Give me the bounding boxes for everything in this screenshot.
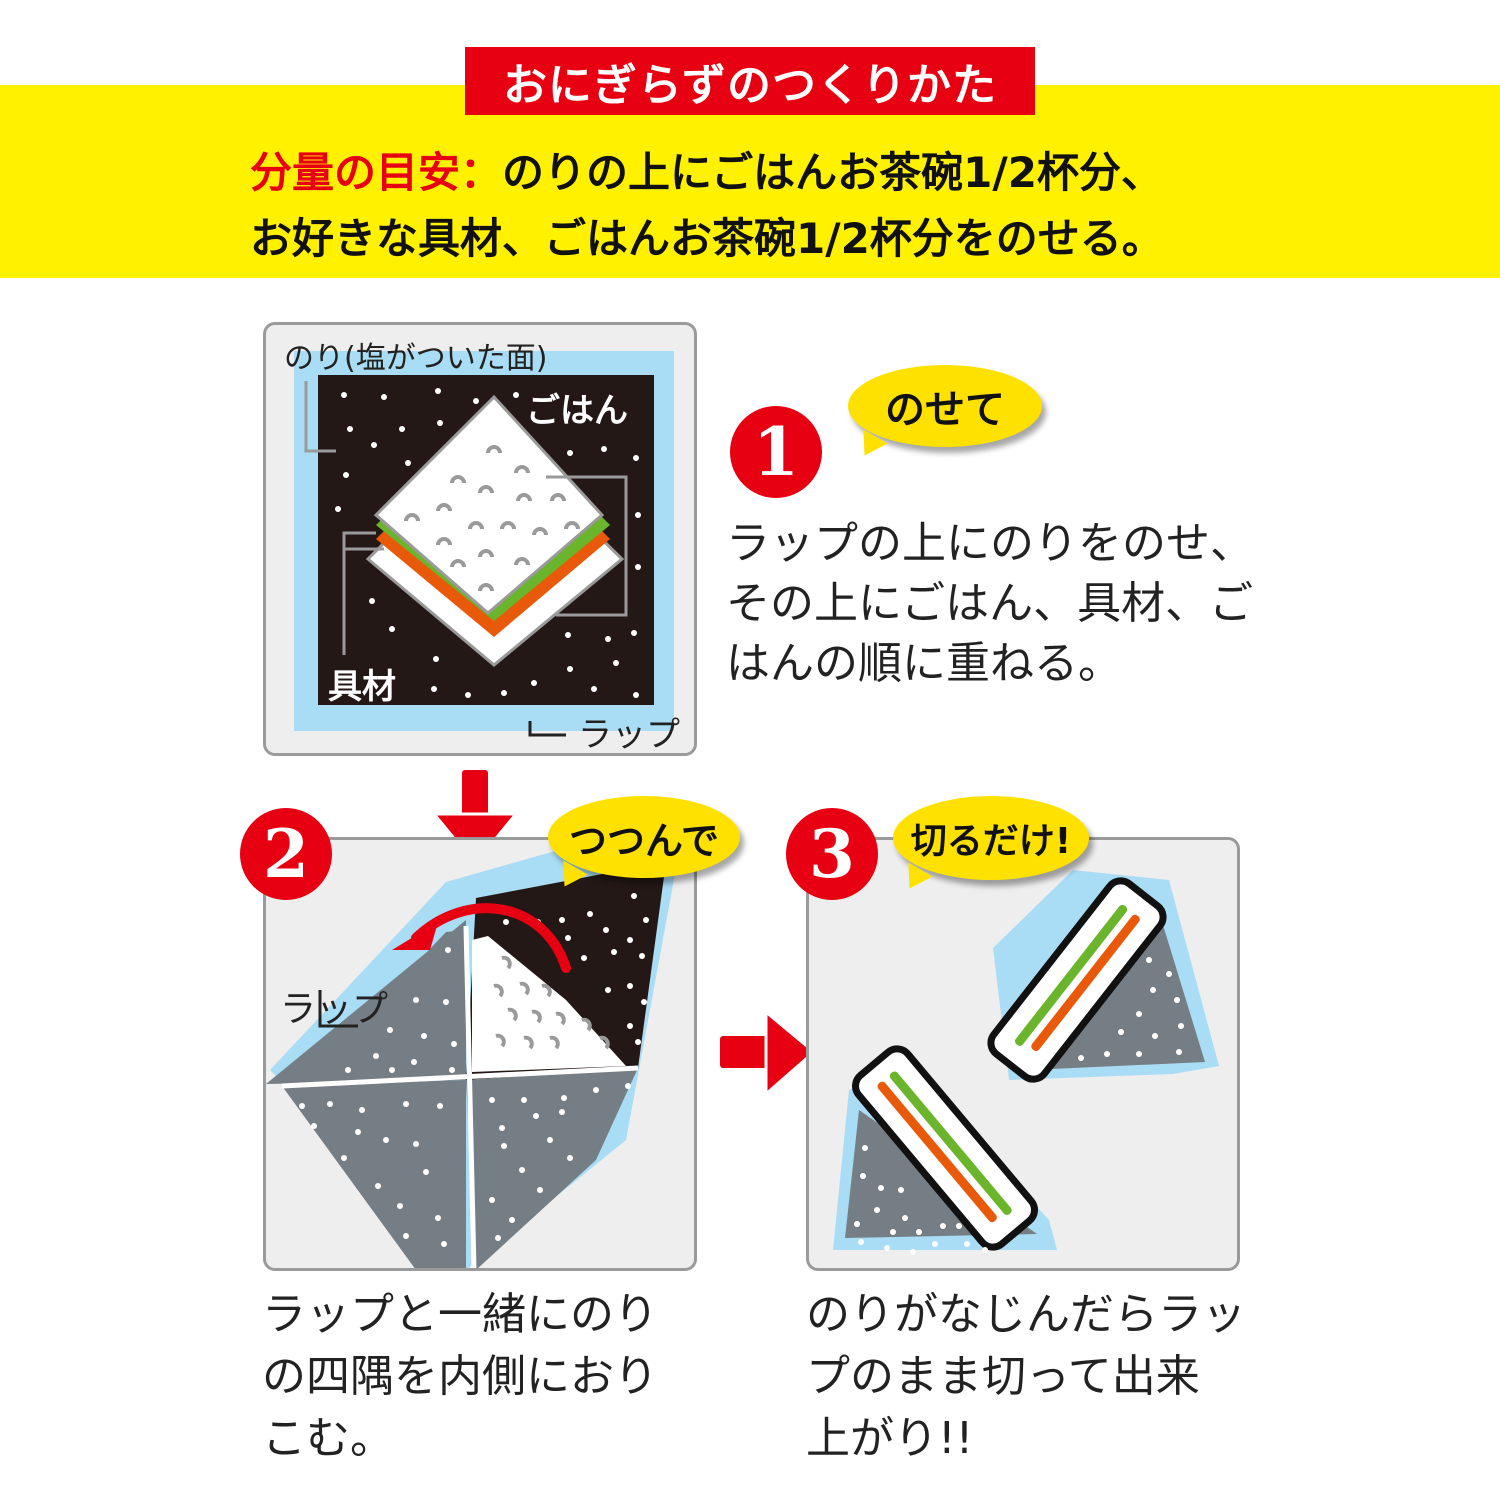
step-3-description: のりがなじんだらラッ プのまま切って出来 上がり!! xyxy=(806,1289,1246,1464)
step-1-bubble: のせて xyxy=(848,365,1042,447)
step-2-description: ラップと一緒にのり の四隅を内側におり こむ。 xyxy=(262,1289,658,1464)
step-1-description: ラップの上にのりをのせ、 その上にごはん、具材、ご はんの順に重ねる。 xyxy=(726,518,1254,689)
step-2-bubble: つつんで xyxy=(548,796,740,878)
step-1-panel: のり(塩がついた面) ごはん 具材 ラップ xyxy=(263,322,697,756)
amount-guide: 分量の目安：のりの上にごはんお茶碗1/2杯分、 お好きな具材、ごはんお茶碗1/2… xyxy=(250,140,1350,272)
amount-label: 分量の目安： xyxy=(250,148,503,197)
step-3-illustration xyxy=(833,870,1219,1255)
page-title: おにぎらずのつくりかた xyxy=(465,47,1035,115)
nori-label: のり(塩がついた面) xyxy=(284,341,548,376)
filling-label: 具材 xyxy=(328,667,396,707)
wrap-label: ラップ xyxy=(578,715,680,755)
step-3-number: 3 xyxy=(786,808,878,900)
step-2-illustration xyxy=(266,840,682,1268)
step-3-panel xyxy=(806,837,1240,1271)
amount-line-1: のりの上にごはんお茶碗1/2杯分、 xyxy=(502,148,1163,197)
step-1-illustration xyxy=(294,351,674,737)
step-2-wrap-label: ラップ xyxy=(280,989,389,1030)
step-2-number: 2 xyxy=(240,808,332,900)
step-2-panel: ラップ xyxy=(263,837,697,1271)
rice-label: ごはん xyxy=(526,391,628,431)
step-1-number: 1 xyxy=(730,406,822,498)
step-3-bubble: 切るだけ! xyxy=(893,796,1089,880)
header-band xyxy=(0,85,1500,278)
right-arrow-icon xyxy=(720,1008,817,1098)
amount-line-2: お好きな具材、ごはんお茶碗1/2杯分をのせる。 xyxy=(250,214,1164,263)
